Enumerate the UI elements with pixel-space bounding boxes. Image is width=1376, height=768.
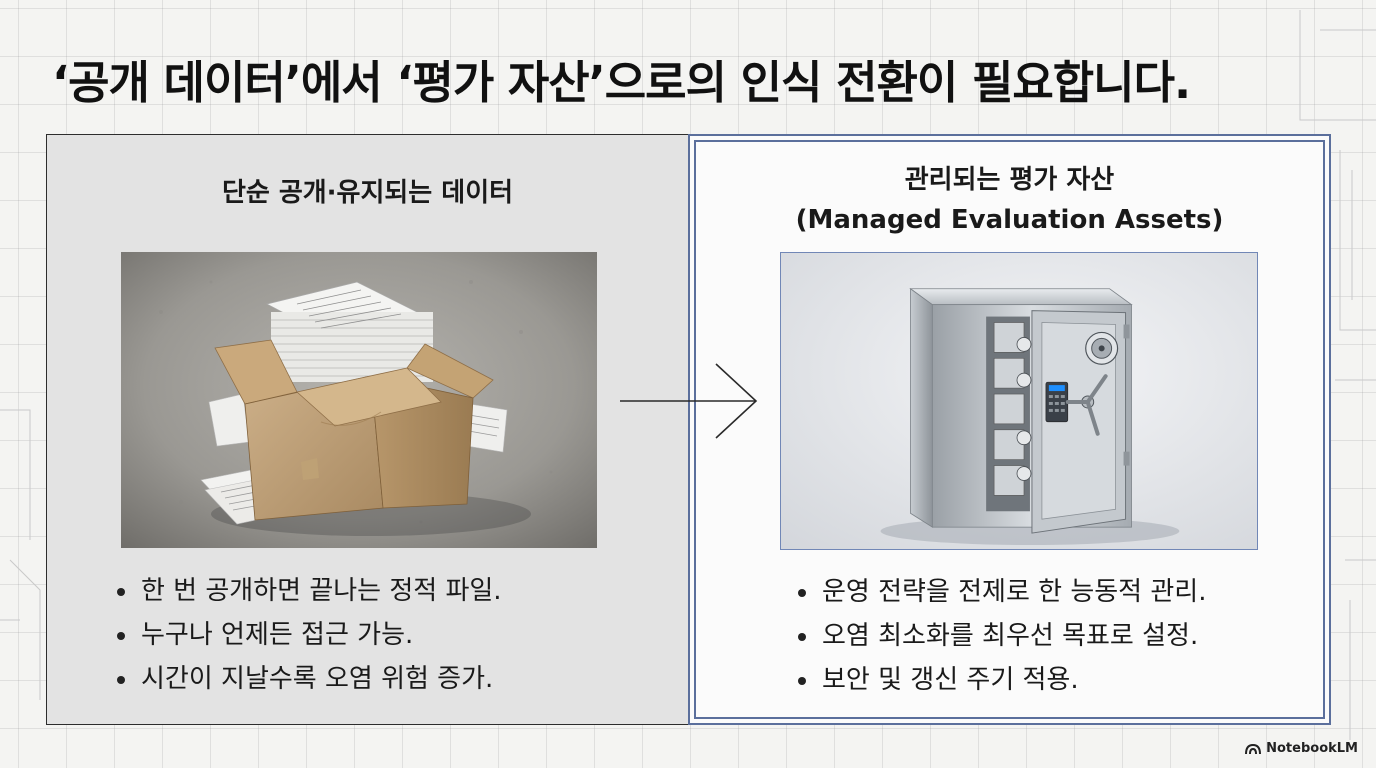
list-item: 누구나 언제든 접근 가능. (117, 613, 502, 657)
static-data-heading-text: 단순 공개·유지되는 데이터 (221, 178, 514, 208)
steel-safe-icon (781, 253, 1257, 549)
notebooklm-logo-icon (1245, 743, 1262, 754)
static-data-panel: 단순 공개·유지되는 데이터 (46, 134, 689, 725)
slide-title: ‘공개 데이터’에서 ‘평가 자산’으로의 인식 전환이 필요합니다. (52, 56, 1191, 109)
static-data-heading: 단순 공개·유지되는 데이터 (47, 173, 688, 213)
list-item: 보안 및 갱신 주기 적용. (798, 658, 1206, 702)
list-item: 시간이 지날수록 오염 위험 증가. (117, 657, 502, 701)
managed-assets-heading: 관리되는 평가 자산 (Managed Evaluation Assets) (690, 160, 1329, 240)
cardboard-box-papers-image (121, 252, 597, 548)
static-data-bullet-list: 한 번 공개하면 끝나는 정적 파일. 누구나 언제든 접근 가능. 시간이 지… (117, 569, 502, 701)
managed-assets-panel: 관리되는 평가 자산 (Managed Evaluation Assets) (688, 134, 1331, 725)
managed-assets-bullet-list: 운영 전략을 전제로 한 능동적 관리. 오염 최소화를 최우선 목표로 설정.… (798, 570, 1206, 702)
brand-label: NotebookLM (1266, 741, 1358, 756)
list-item: 한 번 공개하면 끝나는 정적 파일. (117, 569, 502, 613)
list-item: 오염 최소화를 최우선 목표로 설정. (798, 614, 1206, 658)
list-item: 운영 전략을 전제로 한 능동적 관리. (798, 570, 1206, 614)
managed-assets-heading-line1: 관리되는 평가 자산 (904, 165, 1115, 195)
managed-assets-heading-line2: (Managed Evaluation Assets) (795, 205, 1224, 235)
steel-safe-image (780, 252, 1258, 550)
notebooklm-brand: NotebookLM (1245, 741, 1358, 756)
right-arrow-icon (618, 362, 762, 440)
open-cardboard-box-of-papers-icon (121, 252, 597, 548)
